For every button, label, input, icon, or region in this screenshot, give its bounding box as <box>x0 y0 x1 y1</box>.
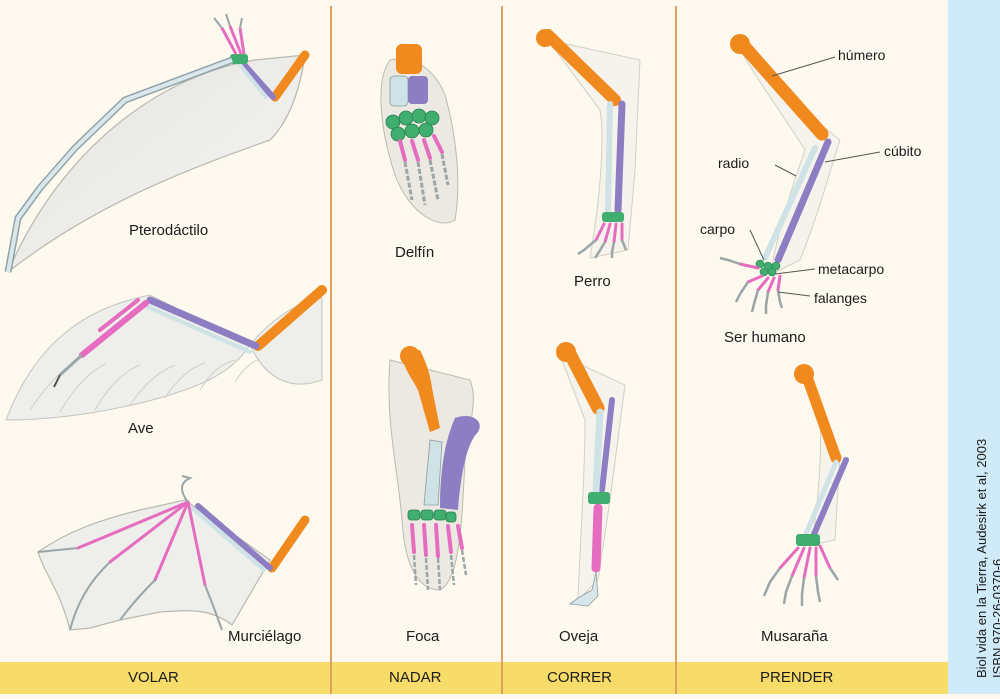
category-grasp: PRENDER <box>760 669 834 686</box>
label-dog: Perro <box>574 273 611 290</box>
label-dolphin: Delfín <box>395 244 435 261</box>
category-swim: NADAR <box>389 669 442 686</box>
label-bat: Murciélago <box>228 628 302 645</box>
bird-limb <box>5 285 327 421</box>
credit-line-2: ISBN 970-26-0370-6 <box>990 558 1000 678</box>
column-dividers <box>330 6 677 694</box>
sheep-limb <box>556 342 626 607</box>
seal-limb <box>388 346 480 591</box>
bat-limb <box>37 475 310 631</box>
dolphin-limb <box>380 44 459 224</box>
label-pterodactyl: Pterodáctilo <box>129 222 209 239</box>
callout-carpus: carpo <box>700 221 736 237</box>
credit-text: Biol vida en la Tierra, Audesirk et al, … <box>974 439 1000 678</box>
callout-ulna: cúbito <box>884 143 922 159</box>
pterodactyl-limb <box>4 13 310 273</box>
callout-lines <box>749 56 881 297</box>
dog-limb <box>536 29 641 259</box>
credit-sidebar <box>948 0 1000 694</box>
label-bird: Ave <box>128 420 154 437</box>
category-band <box>0 662 948 694</box>
callout-metacarpus: metacarpo <box>818 261 885 277</box>
label-seal: Foca <box>406 628 440 645</box>
human-limb <box>719 34 881 314</box>
shrew-limb <box>762 364 849 606</box>
callout-radius: radio <box>718 155 750 171</box>
label-sheep: Oveja <box>559 628 599 645</box>
limbs-illustration <box>0 6 948 694</box>
category-run: CORRER <box>547 669 613 686</box>
category-fly: VOLAR <box>128 669 179 686</box>
label-human: Ser humano <box>724 329 806 346</box>
credit-line-1: Biol vida en la Tierra, Audesirk et al, … <box>974 438 989 678</box>
label-shrew: Musaraña <box>761 628 828 645</box>
callout-phalanges: falanges <box>814 290 867 306</box>
callout-humerus: húmero <box>838 47 886 63</box>
